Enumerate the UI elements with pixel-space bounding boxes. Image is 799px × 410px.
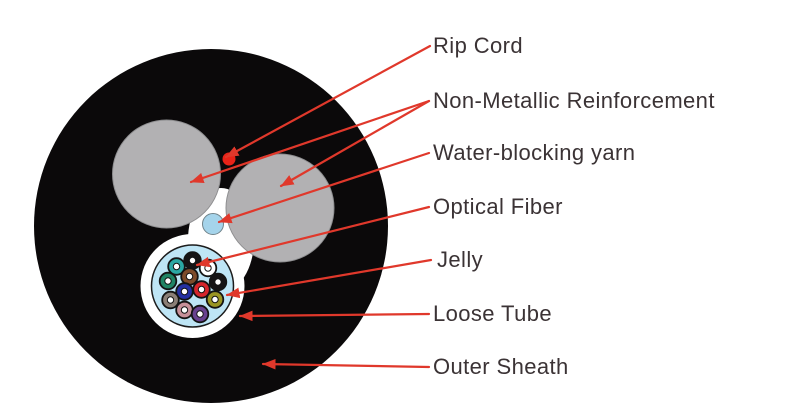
optical-fiber-core-9 [166, 296, 175, 304]
callout-arrow-non-metallic-reinforcement-2 [279, 99, 431, 188]
callout-arrow-non-metallic-reinforcement-1 [189, 99, 431, 184]
optical-fiber-core-8 [197, 285, 206, 294]
callout-arrow-optical-fiber [195, 205, 431, 268]
callout-arrow-loose-tube [238, 310, 431, 322]
callout-arrow-jelly [225, 258, 433, 299]
callout-arrow-rip-cord [224, 44, 432, 159]
non-metallic-reinforcement-circle-2 [225, 153, 335, 263]
water-blocking-yarn-circle [202, 213, 224, 235]
optical-fiber-core-1 [172, 262, 181, 271]
optical-fiber-core-12 [196, 310, 204, 318]
optical-fiber-core-7 [180, 287, 189, 296]
optical-fiber-core-6 [214, 278, 222, 286]
non-metallic-reinforcement-circle-1 [112, 119, 221, 229]
cable-shapes-group [34, 49, 388, 403]
callout-arrow-outer-sheath [261, 358, 431, 370]
callout-arrow-water-blocking-yarn [217, 151, 431, 224]
optical-fiber-core-5 [185, 272, 194, 281]
optical-fiber-core-11 [180, 306, 189, 314]
optical-fiber-core-3 [204, 264, 212, 272]
optical-fiber-core-4 [164, 277, 172, 285]
optical-fiber-core-2 [188, 256, 197, 265]
callout-arrows-group [189, 44, 433, 370]
optical-fiber-core-10 [211, 295, 219, 304]
